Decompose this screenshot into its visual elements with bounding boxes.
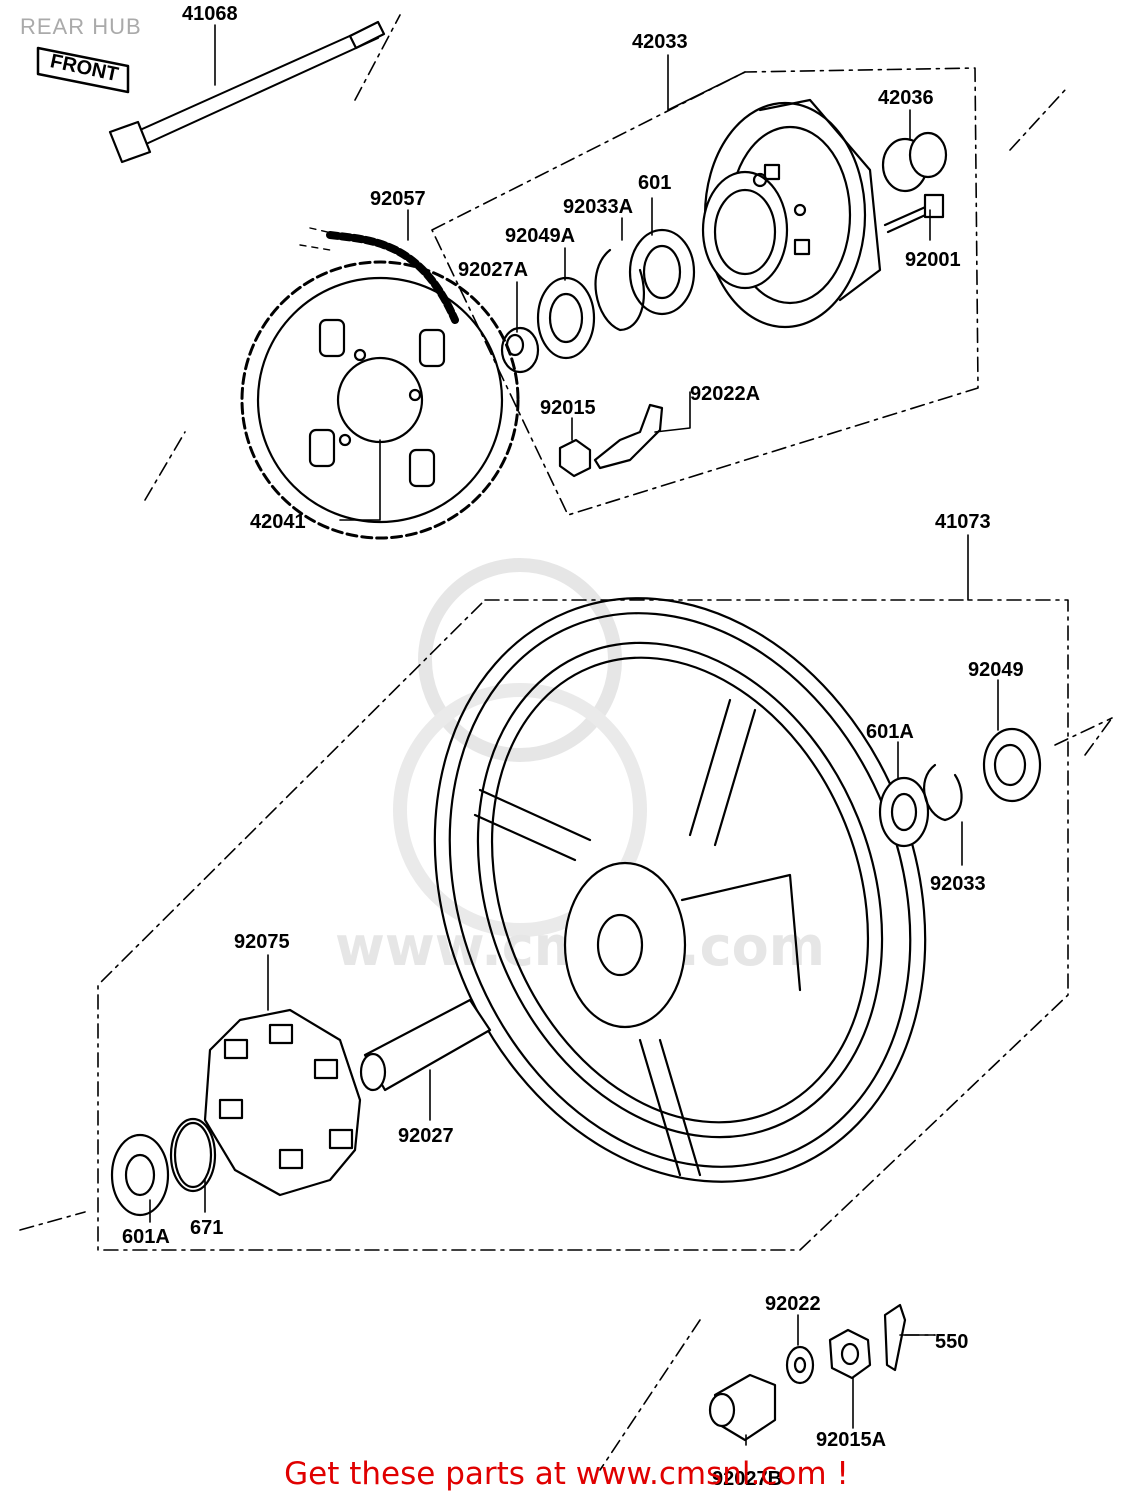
axle-part[interactable] [108, 20, 386, 164]
label-92022: 92022 [765, 1293, 821, 1315]
oil-seal-a-part[interactable] [536, 276, 596, 360]
label-92049: 92049 [968, 659, 1024, 681]
part-labels: 41068 42033 42036 92001 92057 92033A 601… [122, 3, 1024, 1490]
hub-coupling-part[interactable] [701, 98, 882, 329]
label-601A-left: 601A [122, 1226, 170, 1248]
label-42033: 42033 [632, 31, 688, 53]
sprocket-part[interactable] [240, 260, 520, 540]
label-92033A: 92033A [563, 196, 633, 218]
footer-link[interactable]: Get these parts at www.cmsnl.com ! [284, 1456, 849, 1492]
label-601A-right: 601A [866, 721, 914, 743]
bearing-601a-right-part[interactable] [878, 776, 930, 848]
bearing-601-part[interactable] [628, 228, 696, 316]
label-41073: 41073 [935, 511, 991, 533]
collar-part[interactable] [881, 131, 948, 193]
label-42036: 42036 [878, 87, 934, 109]
spacer-part[interactable] [359, 998, 492, 1092]
cotter-pin-part[interactable] [883, 1303, 907, 1372]
front-direction-tag: FRONT [36, 46, 130, 94]
label-41068: 41068 [182, 3, 238, 25]
stud-part[interactable] [883, 193, 945, 234]
label-92057: 92057 [370, 188, 426, 210]
circlip-part[interactable] [923, 763, 963, 822]
washer-part[interactable] [785, 1345, 815, 1385]
circlip-a-part[interactable] [594, 248, 645, 332]
label-92015A: 92015A [816, 1429, 886, 1451]
label-92027: 92027 [398, 1125, 454, 1147]
label-92027B: 92027B [712, 1468, 782, 1490]
label-92075: 92075 [234, 931, 290, 953]
label-92049A: 92049A [505, 225, 575, 247]
label-92027A: 92027A [458, 259, 528, 281]
label-550: 550 [935, 1331, 968, 1353]
lock-washer-a-part[interactable] [593, 403, 664, 470]
label-92015: 92015 [540, 397, 596, 419]
nut-a-part[interactable] [828, 1328, 872, 1380]
collar-b-part[interactable] [708, 1373, 777, 1442]
damper-part[interactable] [203, 1008, 362, 1197]
leader-lines [149, 54, 999, 1446]
label-92001: 92001 [905, 249, 961, 271]
label-42041: 42041 [250, 511, 306, 533]
bearing-601a-left-part[interactable] [110, 1133, 170, 1217]
label-671: 671 [190, 1217, 223, 1239]
label-601: 601 [638, 172, 671, 194]
nut-92015-part[interactable] [558, 438, 592, 478]
page-title: REAR HUB [20, 14, 142, 39]
o-ring-part[interactable] [169, 1117, 217, 1193]
wheel-assembly-group-box [19, 599, 1113, 1251]
oil-seal-part[interactable] [982, 727, 1042, 803]
label-92033: 92033 [930, 873, 986, 895]
label-92022A: 92022A [690, 383, 760, 405]
